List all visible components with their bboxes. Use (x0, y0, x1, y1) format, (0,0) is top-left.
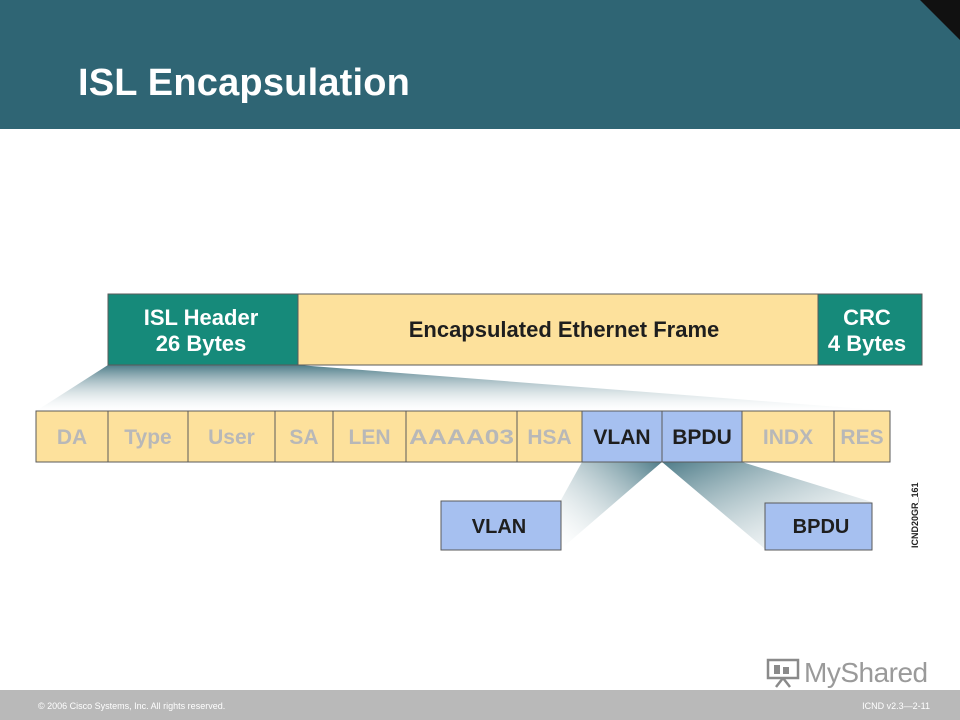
crc-label-line1: CRC (843, 305, 891, 330)
myshared-logo: MyShared (766, 656, 928, 690)
field-label-da: DA (57, 426, 87, 449)
isl-header-box (107, 293, 299, 366)
field-box-len (332, 410, 407, 463)
bpdu-detail-label: BPDU (793, 516, 850, 538)
slide-title: ISL Encapsulation (78, 62, 411, 104)
vlan-detail-box (440, 500, 562, 551)
field-label-sa: SA (289, 426, 318, 449)
corner-tab (920, 0, 960, 40)
footer-course-code: ICND v2.3—2-11 (862, 701, 930, 711)
field-box-da (35, 410, 109, 463)
field-label-res: RES (840, 426, 883, 449)
field-label-user: User (208, 426, 255, 449)
presentation-icon (766, 658, 800, 688)
field-box-indx (741, 410, 835, 463)
isl-header-label-line2: 26 Bytes (156, 331, 247, 356)
field-box-res (833, 410, 891, 463)
field-box-vlan (581, 410, 663, 463)
header-bar (0, 0, 960, 129)
figure-code: ICND20GR_161 (910, 482, 920, 548)
footer-copyright: © 2006 Cisco Systems, Inc. All rights re… (38, 701, 226, 711)
field-box-aaaa03 (405, 410, 518, 463)
isl-field-row: DA Type User SA LEN AAAA03 HSA VLAN BPDU INDX RES (35, 410, 891, 463)
crc-label-line2: 4 Bytes (828, 331, 906, 356)
header-expansion-fan (36, 365, 890, 411)
field-label-len: LEN (349, 426, 391, 449)
vlan-detail-label: VLAN (472, 516, 526, 538)
isl-diagram: ISL Header 26 Bytes Encapsulated Etherne… (35, 293, 923, 551)
field-label-vlan: VLAN (593, 426, 650, 449)
crc-box (817, 293, 923, 366)
field-box-sa (274, 410, 334, 463)
field-box-bpdu (661, 410, 743, 463)
field-label-aaaa03: AAAA03 (409, 426, 514, 449)
payload-label: Encapsulated Ethernet Frame (409, 317, 720, 342)
isl-header-label-line1: ISL Header (144, 305, 259, 330)
field-label-indx: INDX (763, 426, 813, 449)
bpdu-detail-box (764, 502, 873, 551)
footer-bar (0, 690, 960, 720)
field-label-hsa: HSA (527, 426, 571, 449)
field-label-bpdu: BPDU (672, 426, 732, 449)
logo-text: MyShared (804, 657, 928, 688)
field-label-type: Type (124, 426, 171, 449)
isl-frame: ISL Header 26 Bytes Encapsulated Etherne… (107, 293, 923, 366)
vlan-expansion-fan (561, 462, 662, 549)
